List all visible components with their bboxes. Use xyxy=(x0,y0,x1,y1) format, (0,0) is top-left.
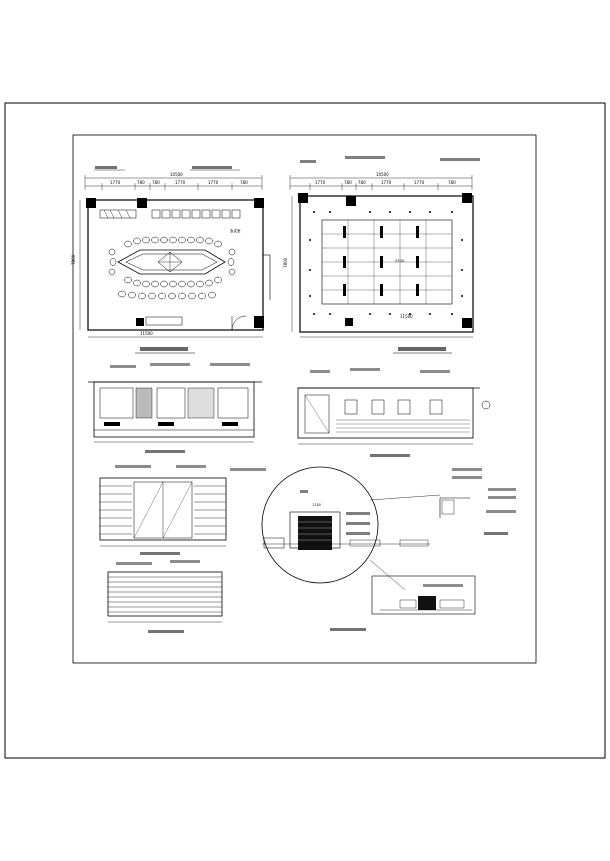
side-dim-right: 7800 xyxy=(283,257,288,268)
bottom-dim-left: 11500 xyxy=(140,331,153,336)
plan-right: 10500 1770 780 780 1770 1770 780 7800 xyxy=(283,156,480,354)
wall-cabinets-left xyxy=(99,209,241,219)
dim-left-5: 1770 xyxy=(208,180,219,185)
overall-dim-right: 10500 xyxy=(376,172,389,177)
dim-left-6: 780 xyxy=(240,180,248,185)
light-fixtures xyxy=(343,226,419,296)
overall-dim-left: 10500 xyxy=(170,172,183,177)
dim-ticks-left xyxy=(84,175,263,190)
plan-left-title xyxy=(140,347,188,351)
detail-dim: 1150 xyxy=(312,503,321,507)
plan-left: 10500 1770 780 780 1770 1770 780 7800 xyxy=(71,166,271,354)
elevation-d xyxy=(107,560,223,633)
dim-right-5: 1770 xyxy=(414,180,425,185)
elevation-a xyxy=(88,363,262,453)
dim-right-2: 780 xyxy=(344,180,352,185)
chairs xyxy=(108,236,236,300)
detail-bottom-right xyxy=(330,575,476,631)
detail-callout: 1150 xyxy=(261,466,441,591)
detail-small-top xyxy=(439,468,516,535)
dim-left-2: 780 xyxy=(137,180,145,185)
inner-frame xyxy=(72,134,537,664)
bottom-dim-right: 11500 xyxy=(400,314,413,319)
plan-right-title xyxy=(398,347,446,351)
dim-left-4: 1770 xyxy=(175,180,186,185)
dim-left-1: 1770 xyxy=(110,180,121,185)
elevation-b xyxy=(297,368,491,457)
conference-table xyxy=(117,249,226,275)
room-label-left: 会议室 xyxy=(230,228,241,233)
outer-border xyxy=(4,102,606,759)
side-dim-left: 7800 xyxy=(71,254,76,265)
dim-right-6: 780 xyxy=(448,180,456,185)
grid-label: 2700 xyxy=(395,259,404,263)
dim-right-3: 780 xyxy=(358,180,366,185)
dim-left-3: 780 xyxy=(152,180,160,185)
elevation-c xyxy=(99,465,266,555)
dim-right-1: 1770 xyxy=(315,180,326,185)
dim-right-4: 1770 xyxy=(381,180,392,185)
